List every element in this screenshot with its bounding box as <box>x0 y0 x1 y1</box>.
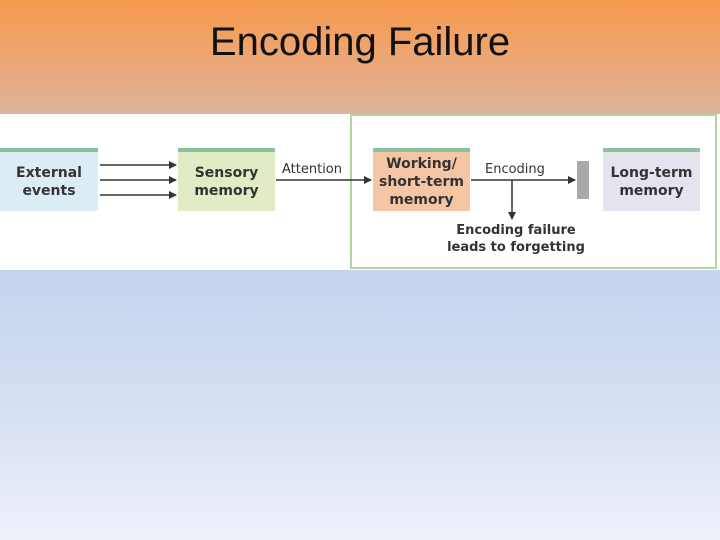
encoding-failure-label: Encoding failure leads to forgetting <box>447 223 585 255</box>
slide-title: Encoding Failure <box>209 20 511 64</box>
long-term-memory-box: Long-term memory <box>603 148 700 211</box>
long-term-memory-label: Long-term memory <box>610 164 693 199</box>
attention-label: Attention <box>282 162 342 177</box>
sensory-memory-box: Sensory memory <box>178 148 275 211</box>
diagram-panel <box>0 114 720 270</box>
encoding-blocker-bar <box>577 161 589 199</box>
working-memory-box: Working/ short-term memory <box>373 148 470 211</box>
external-events-box: External events <box>0 148 98 211</box>
encoding-label: Encoding <box>485 162 545 177</box>
external-events-label: External events <box>16 164 82 199</box>
memory-system-frame <box>350 114 717 269</box>
sensory-memory-label: Sensory memory <box>194 164 259 199</box>
header-background <box>0 0 720 114</box>
working-memory-label: Working/ short-term memory <box>378 155 464 208</box>
lower-background <box>0 270 720 540</box>
